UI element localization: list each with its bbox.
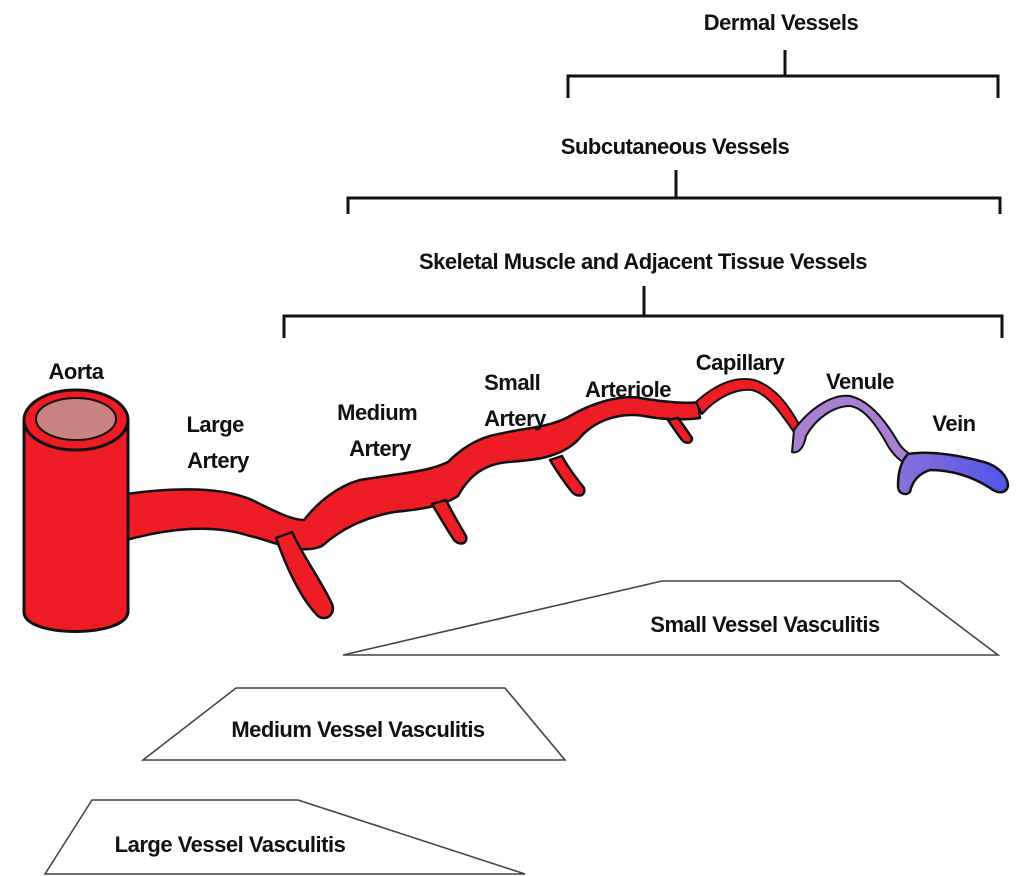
- venule: [792, 396, 920, 468]
- aorta-body: [24, 420, 128, 632]
- small-artery-label-line-1: Small: [484, 370, 540, 395]
- skeletal-muscle-vessels-brace: [284, 286, 1002, 338]
- vein-label: Vein: [932, 411, 975, 436]
- large-artery-label: Large Artery: [186, 412, 250, 473]
- large-artery-label-line-1: Large: [186, 412, 244, 437]
- capillary: [696, 379, 800, 432]
- medium-artery-label-line-2: Artery: [349, 436, 412, 461]
- venule-label: Venule: [826, 369, 894, 394]
- medium-vessel-vasculitis-range: Medium Vessel Vasculitis: [143, 688, 565, 760]
- small-artery-label-line-2: Artery: [484, 406, 547, 431]
- subcutaneous-vessels-brace: [348, 170, 1000, 214]
- small-vessel-vasculitis-label: Small Vessel Vasculitis: [650, 612, 880, 637]
- subcutaneous-vessels-bracket: Subcutaneous Vessels: [348, 134, 1000, 214]
- aorta-lumen: [36, 398, 116, 440]
- medium-artery-label: Medium Artery: [337, 400, 423, 461]
- medium-artery-branch: [432, 500, 466, 543]
- small-artery-branch: [550, 456, 584, 495]
- aorta-label: Aorta: [49, 359, 105, 384]
- capillary-label: Capillary: [696, 350, 786, 375]
- skeletal-muscle-vessels-label: Skeletal Muscle and Adjacent Tissue Vess…: [419, 249, 867, 274]
- aorta-cylinder: [24, 390, 128, 632]
- arteriole-label: Arteriole: [585, 377, 671, 402]
- large-vessel-vasculitis-label: Large Vessel Vasculitis: [115, 832, 346, 857]
- skeletal-muscle-vessels-bracket: Skeletal Muscle and Adjacent Tissue Vess…: [284, 249, 1002, 338]
- large-vessel-vasculitis-range: Large Vessel Vasculitis: [45, 800, 525, 874]
- arteriole-branch: [668, 418, 692, 443]
- vein: [898, 453, 1008, 494]
- dermal-vessels-bracket: Dermal Vessels: [568, 10, 998, 98]
- medium-artery-label-line-1: Medium: [337, 400, 417, 425]
- subcutaneous-vessels-label: Subcutaneous Vessels: [561, 134, 790, 159]
- dermal-vessels-brace: [568, 50, 998, 98]
- large-artery-label-line-2: Artery: [187, 448, 250, 473]
- small-artery-label: Small Artery: [484, 370, 547, 431]
- medium-vessel-vasculitis-label: Medium Vessel Vasculitis: [231, 717, 485, 742]
- dermal-vessels-label: Dermal Vessels: [704, 10, 859, 35]
- small-vessel-vasculitis-range: Small Vessel Vasculitis: [343, 581, 998, 655]
